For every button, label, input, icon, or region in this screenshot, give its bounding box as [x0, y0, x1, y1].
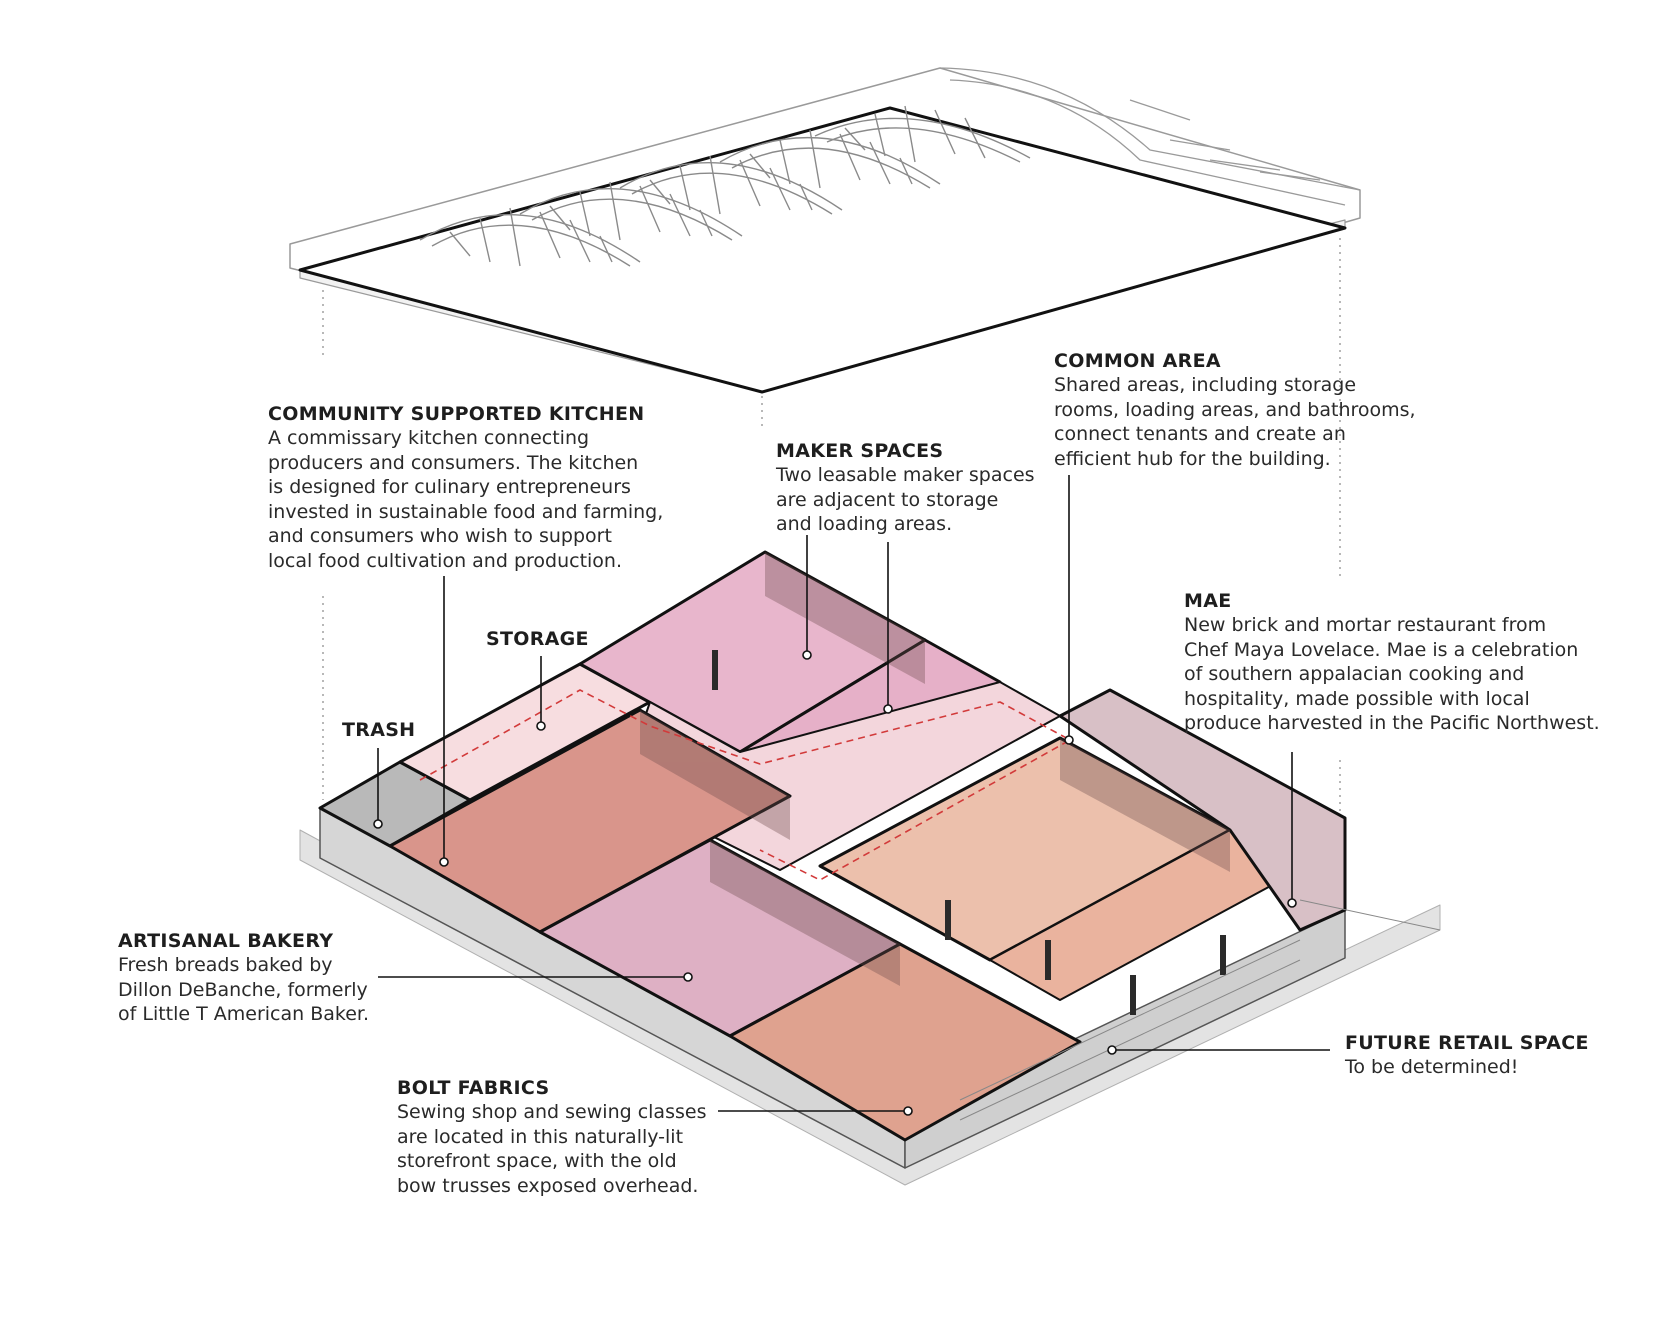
- label-title: TRASH: [342, 719, 416, 741]
- label-text: of Little T American Baker.: [118, 1003, 370, 1025]
- label-text: producers and consumers. The kitchen: [268, 451, 639, 474]
- label-title: STORAGE: [486, 628, 589, 650]
- label-text: hospitality, made possible with local: [1184, 687, 1530, 710]
- label-title: COMMUNITY SUPPORTED KITCHEN: [268, 403, 645, 425]
- label-text: is designed for culinary entrepreneurs: [268, 476, 631, 498]
- label-community-kitchen: COMMUNITY SUPPORTED KITCHEN A commissary…: [268, 402, 663, 573]
- floor-plan: [299, 550, 1441, 1186]
- wall-shadows: [640, 552, 1230, 986]
- label-bolt-fabrics: BOLT FABRICS Sewing shop and sewing clas…: [397, 1076, 706, 1198]
- label-text: are adjacent to storage: [776, 488, 999, 511]
- label-mae: MAE New brick and mortar restaurant from…: [1184, 589, 1600, 736]
- label-text: A commissary kitchen connecting: [268, 427, 590, 449]
- label-common-area: COMMON AREA Shared areas, including stor…: [1054, 349, 1416, 471]
- label-future-retail: FUTURE RETAIL SPACE To be determined!: [1345, 1031, 1589, 1080]
- label-text: Chef Maya Lovelace. Mae is a celebration: [1184, 638, 1579, 661]
- label-text: rooms, loading areas, and bathrooms,: [1054, 398, 1416, 421]
- roof-trusses: [419, 105, 1031, 267]
- label-text: Sewing shop and sewing classes: [397, 1101, 707, 1123]
- label-text: and consumers who wish to support: [268, 525, 612, 547]
- label-text: local food cultivation and production.: [268, 549, 623, 572]
- leader-lines: [373, 475, 1330, 1116]
- label-maker-spaces: MAKER SPACES Two leasable maker spaces a…: [776, 439, 1035, 537]
- label-text: and loading areas.: [776, 513, 953, 535]
- room-kitchen: [388, 708, 792, 934]
- room-bolt-fabrics: [728, 942, 1082, 1142]
- label-text: Shared areas, including storage: [1054, 374, 1357, 396]
- label-text: bow trusses exposed overhead.: [397, 1174, 699, 1197]
- label-trash: TRASH: [342, 718, 415, 742]
- label-text: To be determined!: [1345, 1056, 1519, 1078]
- roof-opening: [298, 106, 1347, 394]
- common-path: [419, 689, 1071, 881]
- label-artisanal-bakery: ARTISANAL BAKERY Fresh breads baked by D…: [118, 929, 369, 1027]
- label-text: connect tenants and create an: [1054, 423, 1346, 445]
- label-text: invested in sustainable food and farming…: [268, 500, 664, 523]
- label-title: MAKER SPACES: [776, 440, 944, 462]
- roof-eave: [939, 67, 1361, 206]
- label-text: New brick and mortar restaurant from: [1184, 614, 1547, 636]
- label-text: Dillon DeBanche, formerly: [118, 978, 368, 1001]
- roof: [289, 67, 1361, 394]
- label-text: produce harvested in the Pacific Northwe…: [1184, 712, 1600, 734]
- label-text: Two leasable maker spaces: [776, 464, 1035, 486]
- label-storage: STORAGE: [486, 627, 589, 651]
- label-title: MAE: [1184, 590, 1232, 612]
- label-title: COMMON AREA: [1054, 350, 1221, 372]
- label-text: efficient hub for the building.: [1054, 447, 1331, 470]
- label-text: of southern appalacian cooking and: [1184, 663, 1525, 685]
- label-title: FUTURE RETAIL SPACE: [1345, 1032, 1589, 1054]
- label-title: ARTISANAL BAKERY: [118, 930, 334, 952]
- label-title: BOLT FABRICS: [397, 1077, 550, 1099]
- label-text: are located in this naturally-lit: [397, 1125, 684, 1148]
- columns: [712, 650, 1226, 1015]
- storefront-glazing: [959, 899, 1441, 1121]
- exterior-wall-right: [904, 909, 1346, 1169]
- label-text: storefront space, with the old: [397, 1150, 677, 1172]
- label-text: Fresh breads baked by: [118, 954, 333, 976]
